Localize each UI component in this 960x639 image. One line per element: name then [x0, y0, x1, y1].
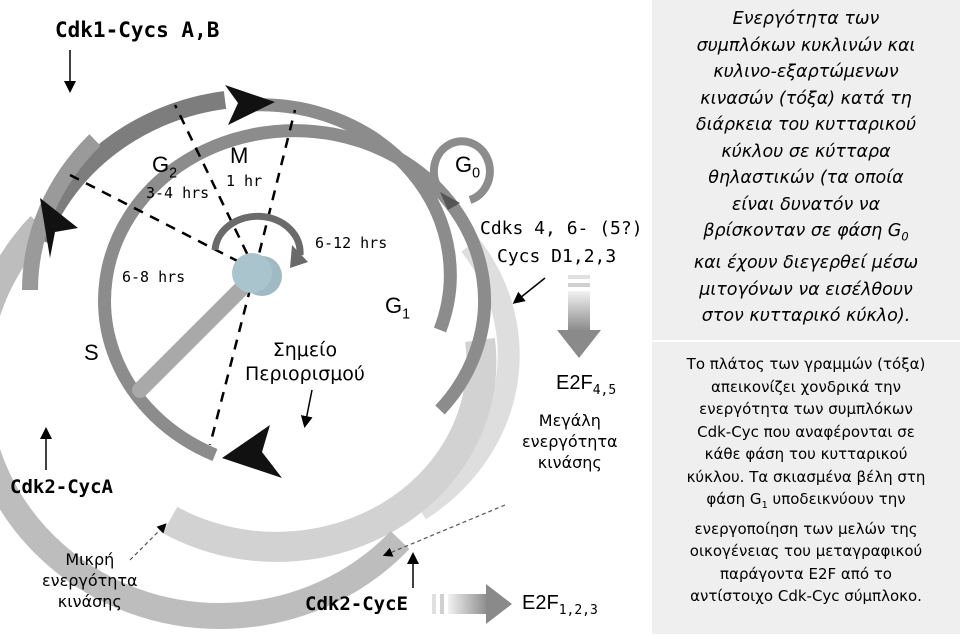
- caption-bottom-line: ενεργότητα των συμπλόκων: [699, 400, 913, 418]
- low-activity-label: Μικρή ενεργότητα κινάσης: [42, 550, 138, 611]
- caption-panel-top: Ενεργότητα των συμπλόκων κυκλινών και κυ…: [652, 0, 960, 340]
- caption-top-line: κινασών (τόξα) κατά τη: [700, 88, 912, 109]
- pointer-high-activity: [382, 504, 506, 557]
- g0-loop: [429, 137, 494, 204]
- phase-line-s-g1: [208, 269, 257, 446]
- g2-duration: 3-4 hrs: [146, 184, 210, 202]
- caption-bottom-line: κύκλου. Τα σκιασμένα βέλη στη: [686, 467, 926, 486]
- top-arrowhead-icon: [225, 85, 275, 125]
- shaded-down-arrow: [557, 275, 601, 358]
- cycle-ring: [98, 124, 492, 462]
- caption-top-line-g0: βρίσκονταν σε φάση G0: [703, 221, 909, 244]
- caption-top-line: θηλαστικών (τα οποία: [708, 168, 904, 188]
- caption-bottom-line: παράγοντα E2F από το: [720, 564, 892, 583]
- e2f123-label: E2F1,2,3: [522, 592, 598, 618]
- pointer-cycd: [512, 277, 546, 304]
- g1-label: G1: [385, 293, 411, 323]
- g0-label: G0: [455, 152, 481, 182]
- cdk1-label: Cdk1-Cycs A,B: [55, 18, 220, 42]
- caption-panel-bottom: Το πλάτος των γραμμών (τόξα) απεικονίζει…: [652, 342, 960, 634]
- hub-rotation-arrow: [211, 212, 304, 256]
- caption-top-line: συμπλόκων κυκλινών και: [696, 35, 916, 56]
- caption-top-line: κύκλου σε κύτταρα: [721, 141, 891, 162]
- phase-line-m-g1: [253, 109, 297, 271]
- shaded-right-arrow: [432, 584, 512, 624]
- pointer-restriction: [300, 389, 313, 428]
- caption-bottom-line: Cdk-Cyc που αναφέρονται σε: [697, 422, 915, 441]
- caption-bottom-line-g1: φάση G1 υποδεικνύουν την: [706, 490, 906, 511]
- cycd-label: Cycs D1,2,3: [497, 246, 617, 267]
- caption-top-line: κυλινο-εξαρτώμενων: [713, 62, 899, 82]
- g2-label: G2: [152, 152, 178, 182]
- s-label: S: [84, 340, 99, 365]
- cdk46-activity-arc: [414, 238, 520, 520]
- clock-hand: [132, 267, 263, 398]
- phase-line-g2-m: [173, 104, 257, 271]
- left-arrowhead-icon: [40, 198, 78, 258]
- caption-top-line: είναι δυνατόν να: [731, 194, 881, 215]
- g1-duration: 6-12 hrs: [315, 234, 388, 252]
- g0-loop-arrowhead-icon: [440, 192, 460, 210]
- caption-top-line: διάρκεια του κυτταρικού: [695, 115, 917, 135]
- caption-top-line: μιτογόνων να εισέλθουν: [699, 279, 913, 300]
- caption-top-line: Ενεργότητα των: [732, 9, 880, 29]
- caption-bottom-line: οικογένειας του μεταγραφικού: [689, 542, 923, 560]
- cdk2a-activity-arc: [0, 216, 410, 630]
- cdk2e-label: Cdk2-CycE: [305, 593, 408, 615]
- high-activity-label: Μεγάλη ενεργότητα κινάσης: [522, 411, 618, 472]
- caption-top-line: στον κυτταρικό κύκλο).: [701, 306, 911, 326]
- hub-center: [232, 253, 272, 293]
- cycle-ring-top: [249, 98, 457, 333]
- s-duration: 6-8 hrs: [122, 268, 186, 286]
- caption-top-line: και έχουν διεγερθεί μέσω: [693, 253, 919, 273]
- bottom-arrowhead-icon: [222, 425, 282, 478]
- caption-bottom-line: κάθε φάση του κυτταρικού: [704, 445, 908, 463]
- cdk2a-label: Cdk2-CycA: [10, 476, 113, 498]
- cell-cycle-graphic: [0, 50, 601, 630]
- cell-cycle-diagram: Cdk1-Cycs A,B G2 M 3-4 hrs 1 hr G0 6-8 h…: [0, 18, 643, 630]
- cdk2e-activity-arc: [162, 338, 497, 562]
- cdk46-label: Cdks 4, 6- (5?): [480, 218, 643, 239]
- caption-bottom-line: ενεργοποίηση των μελών της: [694, 519, 918, 538]
- e2f45-label: E2F4,5: [556, 372, 617, 398]
- pointer-low-activity: [129, 523, 167, 561]
- restriction-point-label: Σημείο Περιορισμού: [245, 339, 365, 385]
- caption-bottom-line: αντίστοιχο Cdk-Cyc σύμπλοκο.: [690, 587, 922, 605]
- hub-rotation-arrowhead-icon: [290, 245, 308, 268]
- m-label: M: [230, 143, 249, 168]
- caption-bottom-line: Το πλάτος των γραμμών (τόξα): [686, 355, 926, 373]
- caption-bottom-line: απεικονίζει χονδρικά την: [710, 377, 902, 396]
- m-duration: 1 hr: [226, 172, 263, 190]
